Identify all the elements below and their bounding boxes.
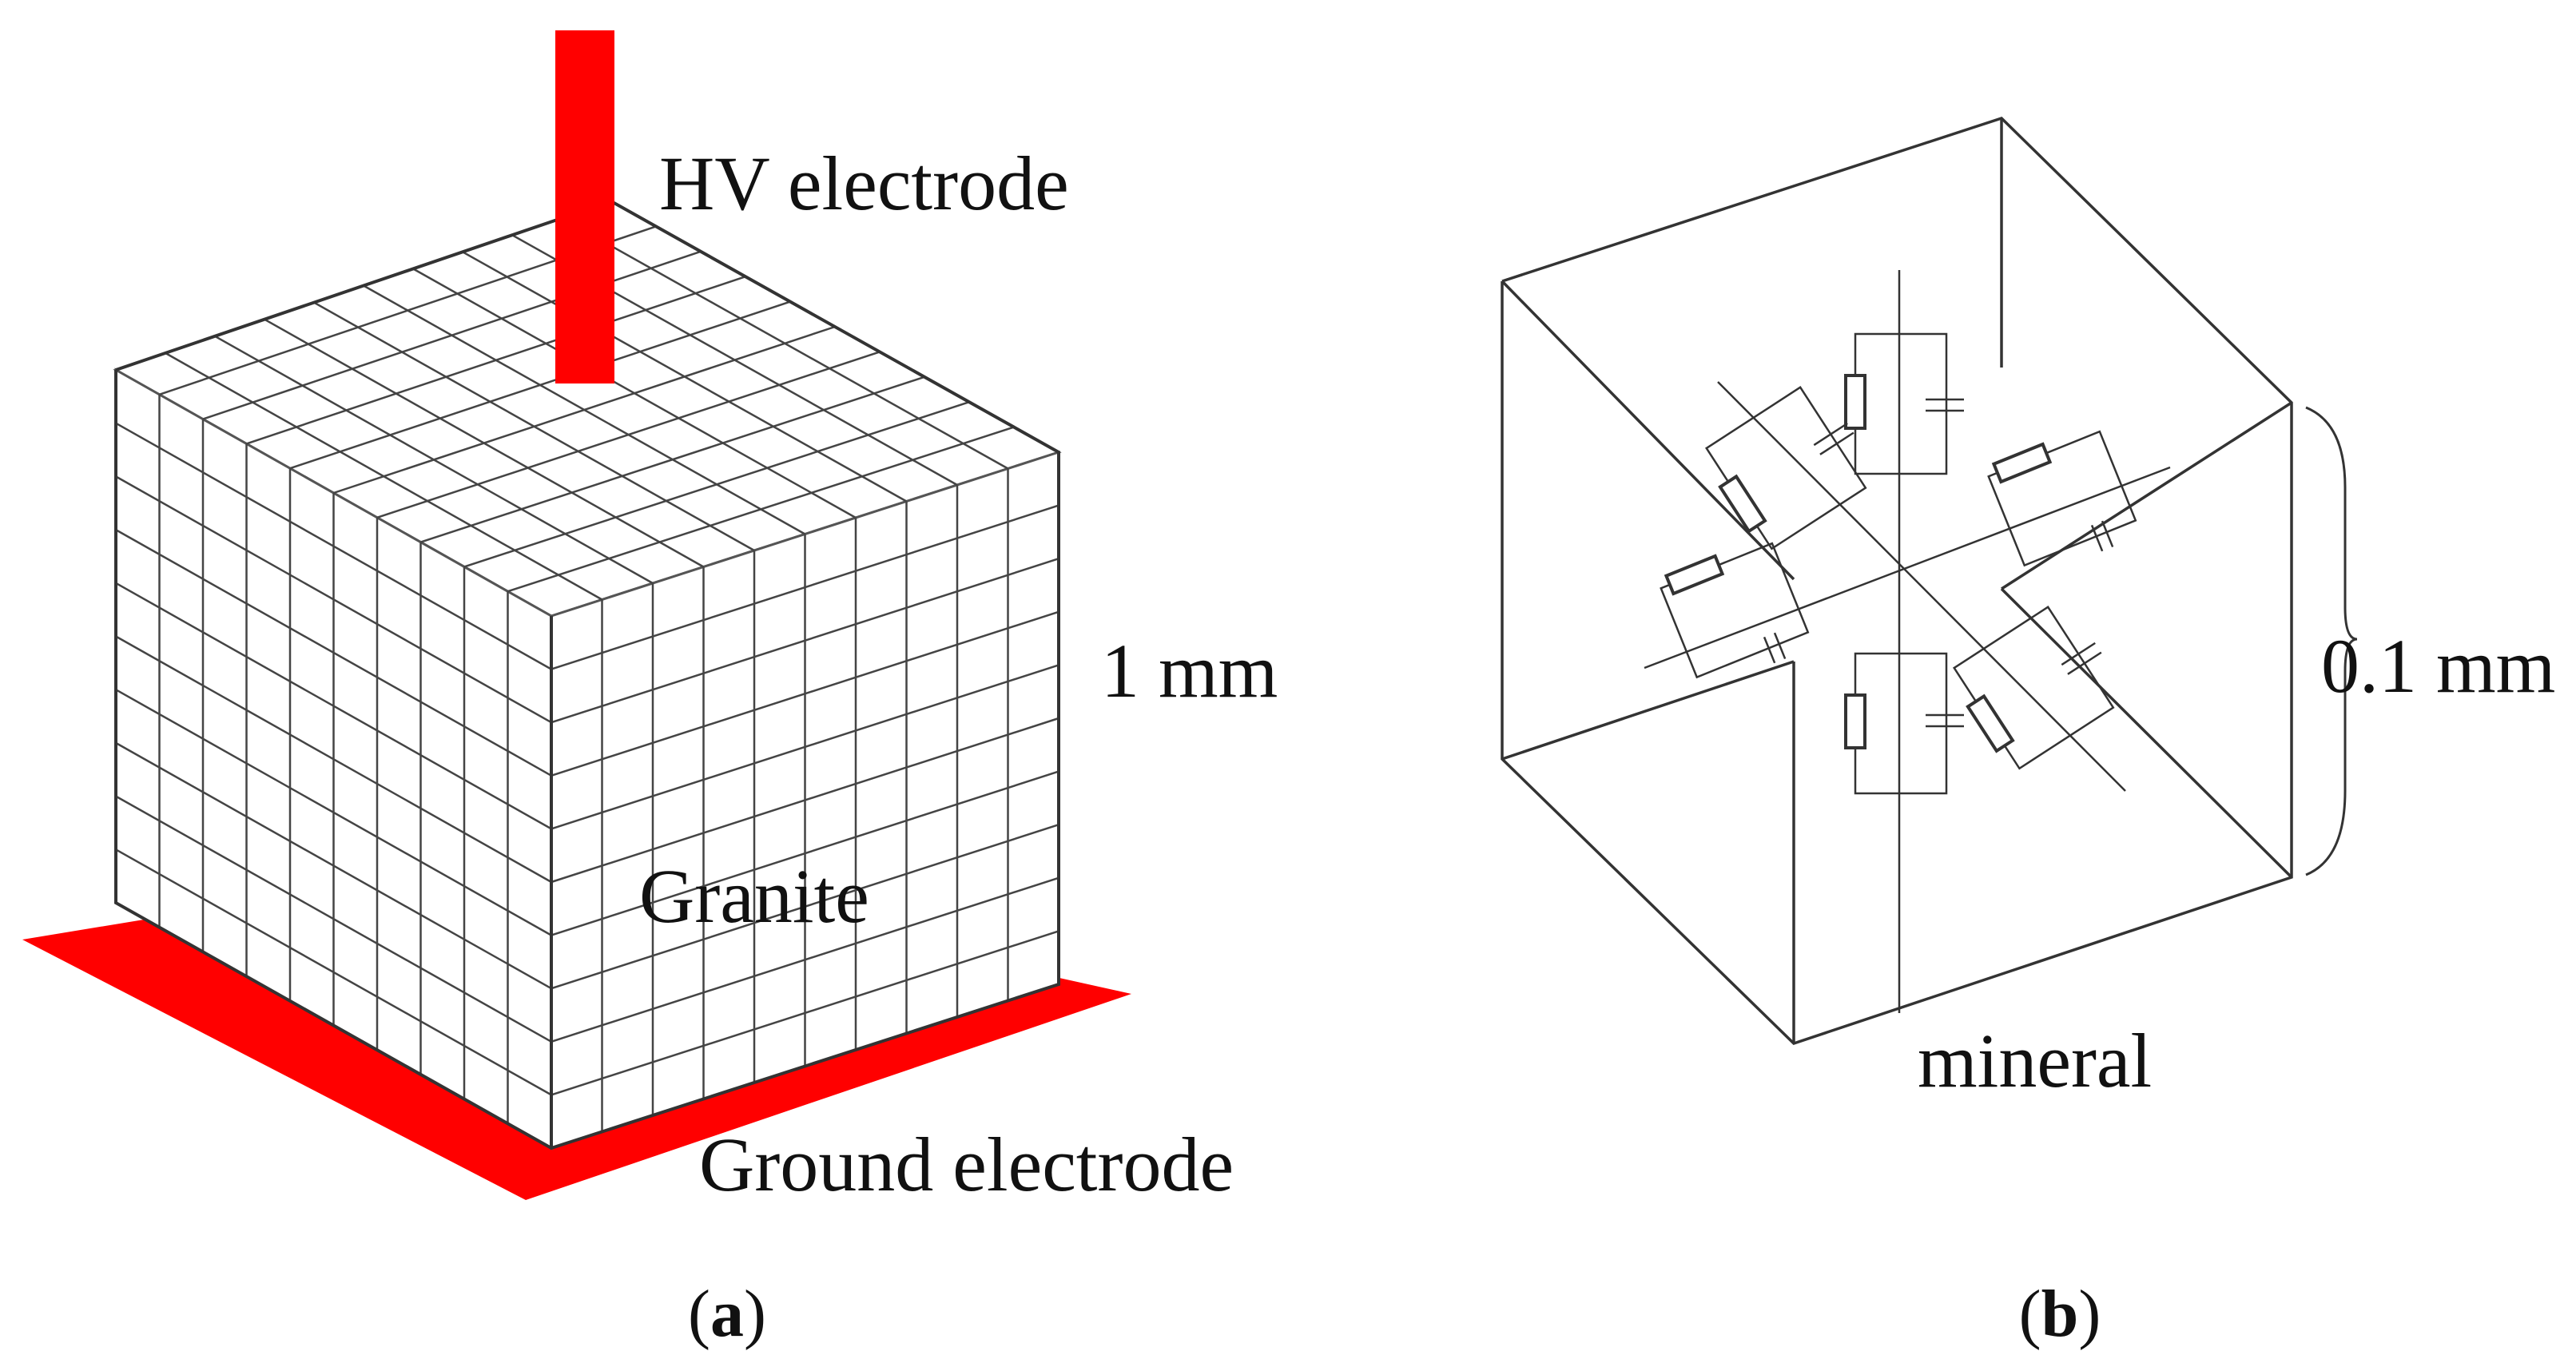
upper-resistor — [1844, 374, 1866, 430]
lower-resistor — [1844, 693, 1866, 749]
grid-line-top — [463, 401, 970, 568]
diag-a-resistor-1 — [1718, 474, 1767, 534]
lower-rc-cell — [1854, 652, 1948, 795]
dimension-brace — [2305, 406, 2358, 876]
diag-a-rc-cell-2 — [1952, 606, 2115, 770]
panel-a: HV electrode 1 mm Granite Ground electro… — [22, 30, 1278, 1351]
cube-edge-right-mid — [2001, 401, 2292, 590]
granite-label: Granite — [639, 853, 869, 939]
ground-electrode-label: Ground electrode — [699, 1122, 1234, 1207]
caption-a-letter: a — [710, 1277, 744, 1351]
caption-a-close: ) — [744, 1277, 766, 1351]
diag-a-resistor-2 — [1966, 693, 2015, 753]
grid-line-left — [115, 848, 552, 1096]
rc-network-diagonal-a — [1704, 381, 2126, 792]
diag-b-rc-cell-1 — [1660, 542, 1810, 679]
cube-edge-left-mid — [1501, 660, 1795, 761]
caption-b-close: ) — [2078, 1277, 2101, 1351]
mineral-label: mineral — [1918, 1018, 2152, 1103]
grid-line-top — [376, 351, 881, 519]
caption-a: (a) — [688, 1277, 766, 1351]
rc-network-vertical — [1844, 270, 1964, 1013]
grid-line-right — [551, 824, 1059, 990]
hv-electrode-label: HV electrode — [659, 141, 1069, 226]
panel-b — [1501, 117, 2358, 1045]
diag-b-resistor-1 — [1664, 554, 1725, 596]
grid-line-top — [507, 426, 1015, 593]
rc-network-diagonal-b — [1644, 430, 2171, 679]
grid-line-left — [115, 689, 552, 936]
grid-line-right — [551, 717, 1059, 884]
grid-line-top — [412, 268, 857, 519]
caption-b-open: ( — [2019, 1277, 2041, 1351]
diag-b-rc-cell-2 — [1987, 430, 2137, 567]
diag-a-rc-cell-1 — [1704, 386, 1867, 550]
cube-diagonal-edge-br — [2000, 587, 2293, 879]
caption-b: (b) — [2019, 1277, 2101, 1351]
grid-line-right — [551, 876, 1059, 1043]
grid-line-left — [115, 741, 552, 990]
grid-line-top — [333, 325, 836, 495]
caption-b-letter: b — [2041, 1277, 2079, 1351]
cube-diagonal-edge-tl — [1501, 280, 1795, 581]
caption-a-open: ( — [688, 1277, 710, 1351]
grid-line-left — [115, 795, 552, 1043]
size-label-b: 0.1 mm — [2321, 623, 2555, 709]
grid-line-top — [462, 251, 908, 503]
upper-rc-cell — [1854, 332, 1948, 475]
panel-b-labels: 0.1 mm mineral (b) — [1918, 623, 2555, 1351]
grid-line-top — [561, 217, 1009, 470]
diag-b-resistor-2 — [1991, 442, 2053, 484]
grid-line-right — [551, 770, 1059, 936]
grid-line-right — [551, 930, 1059, 1096]
grid-line-top — [420, 376, 925, 543]
size-label-a: 1 mm — [1101, 628, 1278, 713]
mineral-cube-frame — [1501, 117, 2293, 1045]
grid-line-left — [115, 635, 552, 884]
hv-electrode-rod — [555, 30, 614, 383]
